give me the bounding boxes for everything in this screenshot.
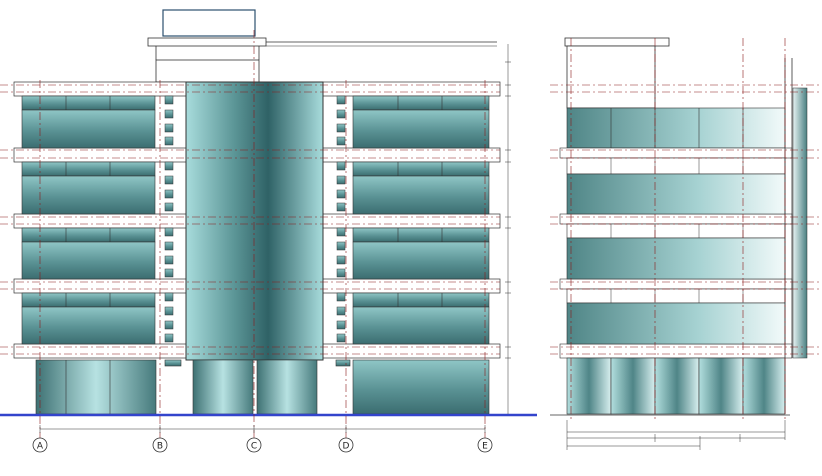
small-window [336, 95, 346, 105]
axis-label-a: A [37, 442, 44, 452]
left-window-bands [21, 95, 156, 345]
small-window [336, 241, 346, 251]
small-window [164, 320, 174, 330]
side-roof-volume [566, 45, 656, 109]
side-window-bands [566, 173, 786, 345]
small-window [164, 255, 174, 265]
circle-axis-marker-icon [246, 437, 262, 453]
small-window [164, 175, 174, 185]
circle-axis-marker-icon [338, 437, 354, 453]
level-lines-front [0, 84, 500, 355]
small-window-column-right [336, 95, 346, 343]
side-ground-columns [566, 357, 786, 415]
small-window [336, 320, 346, 330]
small-window [164, 333, 174, 343]
side-edge-curtain [792, 87, 808, 359]
small-window [164, 227, 174, 237]
small-window [336, 255, 346, 265]
small-window-column-left [164, 95, 174, 343]
stair-core-top [155, 59, 260, 83]
small-window [336, 268, 346, 278]
small-window [164, 292, 174, 302]
roof-sign-box [162, 9, 256, 37]
axis-marker-c: C [246, 437, 262, 453]
side-grid-lines [550, 38, 822, 420]
small-window [164, 95, 174, 105]
small-window [336, 123, 346, 133]
circle-axis-marker-icon [152, 437, 168, 453]
axis-label-e: E [482, 442, 488, 452]
axis-marker-e: E [477, 437, 493, 453]
small-window [164, 241, 174, 251]
side-roof-box [564, 37, 670, 47]
side-floor-slabs [559, 147, 793, 359]
small-window [164, 306, 174, 316]
ground-floor-glazing [35, 359, 490, 415]
circle-axis-marker-icon [477, 437, 493, 453]
axis-marker-d: D [338, 437, 354, 453]
side-bottom-dimensions [566, 420, 786, 450]
bottom-dimension-front [39, 425, 486, 433]
small-window [164, 136, 174, 146]
central-curtain-wall [185, 81, 324, 361]
small-window [336, 109, 346, 119]
axis-label-c: C [251, 442, 257, 452]
axis-label-d: D [343, 442, 350, 452]
small-window [164, 268, 174, 278]
small-window [336, 161, 346, 171]
circle-axis-marker-icon [32, 437, 48, 453]
grid-lines-vertical [39, 30, 486, 440]
axis-marker-b: B [152, 437, 168, 453]
small-window [336, 227, 346, 237]
small-window [336, 306, 346, 316]
roof-parapet [147, 37, 267, 47]
small-window [336, 292, 346, 302]
small-window [336, 202, 346, 212]
small-window [336, 175, 346, 185]
small-window [164, 161, 174, 171]
side-elevation [550, 37, 822, 450]
axis-label-b: B [157, 442, 163, 452]
axis-marker-a: A [32, 437, 48, 453]
small-window [336, 136, 346, 146]
small-window [164, 123, 174, 133]
small-window [336, 333, 346, 343]
small-window [164, 109, 174, 119]
right-window-bands [352, 95, 490, 345]
side-top-glazing [566, 107, 786, 149]
front-elevation: A B C D E [0, 9, 537, 453]
small-window [164, 189, 174, 199]
axis-markers: A B C D E [32, 437, 493, 453]
small-window [164, 202, 174, 212]
level-dimension-front [505, 44, 511, 414]
small-window [336, 189, 346, 199]
